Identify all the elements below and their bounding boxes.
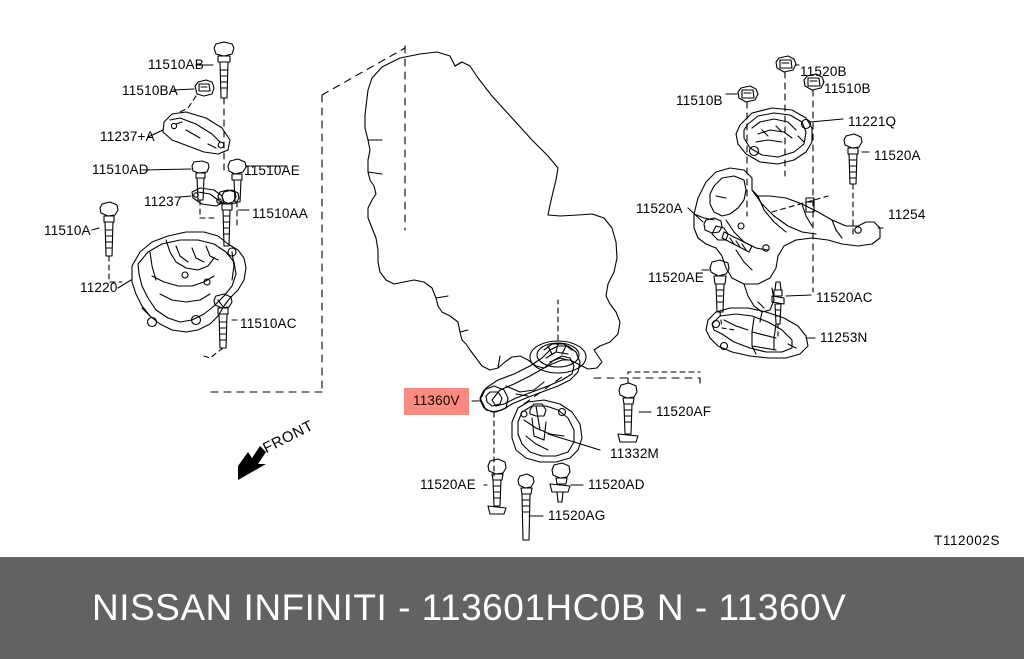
leader-11510BA	[172, 88, 195, 91]
engine-transmission-outline	[364, 51, 621, 371]
part-label-11520B[interactable]: 11520B	[800, 64, 847, 79]
part-label-11520AE-center[interactable]: 11520AE	[420, 477, 476, 492]
part-label-11510AC[interactable]: 11510AC	[240, 316, 297, 331]
part-label-11510AE[interactable]: 11510AE	[244, 163, 300, 178]
footer-part-title: NISSAN INFINITI - 113601HC0B N - 11360V	[92, 587, 847, 628]
axis-11510AC	[203, 347, 224, 359]
axis-11510A	[108, 255, 123, 283]
part-label-11332M[interactable]: 11332M	[610, 446, 659, 461]
part-label-11520AG[interactable]: 11520AG	[548, 508, 606, 523]
bolt-11510AC	[213, 293, 233, 349]
part-label-11510B-right[interactable]: 11510B	[824, 81, 871, 96]
part-label-11220[interactable]: 11220	[80, 280, 118, 295]
bolt-11520A-upper	[843, 133, 863, 185]
part-label-11510AD[interactable]: 11510AD	[92, 162, 149, 177]
bolt-11510A	[99, 201, 119, 257]
bolt-11520A-left	[703, 217, 753, 253]
part-label-11237A[interactable]: 11237+A	[100, 129, 155, 144]
bracket-11237A	[162, 111, 231, 155]
front-marker: FRONT	[232, 417, 342, 484]
leader-11510A	[91, 227, 100, 231]
axis-11510AD	[199, 199, 215, 219]
mount-11221Q	[735, 107, 813, 165]
leader-11221Q	[809, 118, 844, 123]
assembly-guide-lines-left	[204, 45, 406, 393]
bolt-11520AF	[617, 382, 639, 443]
diagram-canvas: 11510AB 11510BA 11237+A 11510AD 11510AE …	[44, 41, 1001, 548]
front-label: FRONT	[260, 417, 317, 457]
bolt-11510AA-shaft	[217, 189, 237, 247]
leader-11332M	[547, 433, 601, 451]
part-label-11510AA[interactable]: 11510AA	[252, 206, 308, 221]
bolt-11510AB	[213, 41, 235, 99]
assembly-guide-lines-right	[523, 373, 701, 405]
bolt-11520AG	[517, 473, 535, 541]
nut-11510BA	[194, 79, 215, 97]
bolt-11520AD	[549, 462, 571, 503]
leader-11520A-left	[687, 207, 704, 223]
part-label-11510A[interactable]: 11510A	[44, 223, 91, 238]
leader-11220	[117, 279, 132, 289]
leader-11520AC	[785, 294, 812, 297]
bolt-11510AA	[221, 189, 240, 205]
bracket-11237	[191, 187, 225, 207]
part-label-11360V-highlighted[interactable]: 11360V	[404, 388, 469, 415]
nut-11510B-left	[737, 85, 759, 103]
axis-11510BA	[179, 95, 197, 113]
leader-11237A	[147, 129, 164, 138]
bracket-11332M	[511, 399, 583, 463]
bolt-11520AE-right	[709, 259, 730, 313]
mount-11253N	[705, 307, 809, 359]
bolt-11510AD	[191, 160, 210, 201]
torque-rod-11360V	[479, 340, 587, 413]
footer-bar: NISSAN INFINITI - 113601HC0B N - 11360V	[0, 557, 1024, 659]
part-label-11520A-upper[interactable]: 11520A	[874, 148, 921, 163]
mount-bracket-11220	[131, 231, 247, 333]
part-label-11510B-left[interactable]: 11510B	[676, 93, 723, 108]
part-label-11520AF[interactable]: 11520AF	[656, 404, 712, 419]
part-label-11510BA[interactable]: 11510BA	[122, 83, 178, 98]
drawing-number: T112002S	[934, 533, 1001, 548]
part-label-11520AC[interactable]: 11520AC	[816, 290, 873, 305]
part-label-11237[interactable]: 11237	[144, 194, 182, 209]
axis-11520AF	[627, 371, 701, 384]
part-label-11221Q[interactable]: 11221Q	[848, 114, 897, 129]
part-label-11254[interactable]: 11254	[888, 207, 926, 222]
part-label-11520A-left[interactable]: 11520A	[636, 201, 683, 216]
diagram-linework	[91, 41, 884, 541]
leader-11510AD	[141, 168, 192, 171]
part-label-11253N[interactable]: 11253N	[820, 330, 868, 345]
part-label-11520AD[interactable]: 11520AD	[588, 477, 645, 492]
bolt-11520AE-center	[487, 458, 507, 515]
axis-11520AE-right	[719, 311, 736, 331]
bolt-11510AE	[227, 158, 247, 203]
part-label-11520AE-right[interactable]: 11520AE	[648, 270, 704, 285]
nut-11520B	[775, 55, 797, 73]
leader-11237	[179, 195, 192, 198]
part-label-11510AB[interactable]: 11510AB	[148, 57, 204, 72]
front-direction-arrow	[238, 446, 266, 480]
axis-stud-center	[771, 195, 829, 213]
